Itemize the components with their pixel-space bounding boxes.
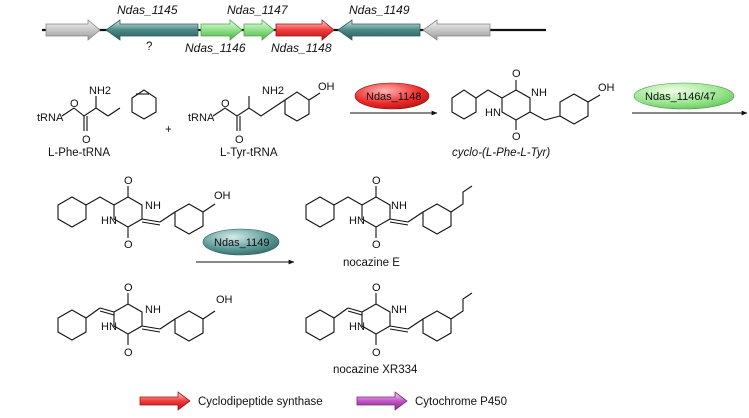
gene-arrow-ndas-1148 bbox=[275, 19, 335, 41]
amine-1: NH2 bbox=[89, 85, 111, 97]
enzyme-ndas-1149-badge bbox=[202, 228, 280, 256]
gene-arrow-ndas-1146 bbox=[200, 19, 243, 41]
enzyme-ndas-1146-47-badge bbox=[633, 82, 735, 110]
xr-nh: NH bbox=[391, 304, 407, 316]
label-ndas-1147: Ndas_1147 bbox=[227, 3, 289, 17]
ne-nh: NH bbox=[391, 200, 407, 212]
ne-o-top: O bbox=[372, 175, 381, 187]
legend-arrow-red bbox=[139, 391, 191, 411]
cyclo-hn: HN bbox=[485, 107, 501, 119]
carbonyl-o-2: O bbox=[235, 134, 244, 146]
plus-sign: + bbox=[165, 124, 172, 136]
bd-hn: HN bbox=[101, 321, 117, 333]
enzyme-ndas-1148-label: Ndas_1148 bbox=[366, 91, 421, 103]
gene-arrow-gray-1 bbox=[45, 19, 101, 41]
label-ndas-1145: Ndas_1145 bbox=[117, 3, 178, 17]
legend-arrow-purple bbox=[356, 391, 408, 411]
dh-o-top: O bbox=[124, 175, 133, 187]
bd-o-top: O bbox=[124, 282, 133, 294]
dh-nh: NH bbox=[145, 200, 161, 212]
legend: Cyclodipeptide synthase Cytochrome P450 bbox=[139, 391, 507, 411]
enzyme-ndas-1148-badge bbox=[354, 82, 430, 110]
trna-atom-1: tRNA bbox=[37, 112, 64, 124]
label-l-phe-trna: L-Phe-tRNA bbox=[48, 147, 110, 159]
gene-arrow-ndas-1149 bbox=[337, 19, 421, 41]
label-nocazine-xr334: nocazine XR334 bbox=[333, 364, 418, 376]
bd-o-bottom: O bbox=[124, 347, 133, 359]
label-unknown: ? bbox=[146, 41, 152, 53]
legend-label-p450: Cytochrome P450 bbox=[415, 396, 507, 408]
ne-hn: HN bbox=[349, 215, 365, 227]
nocazine-e-structure: O NH HN O nocazine E bbox=[305, 175, 473, 269]
label-ndas-1149: Ndas_1149 bbox=[349, 3, 410, 17]
gene-cluster: Ndas_1145 Ndas_1147 Ndas_1149 ? Ndas_114… bbox=[42, 3, 546, 55]
gene-arrow-ndas-1145 bbox=[105, 19, 199, 41]
xr-o-top: O bbox=[372, 282, 381, 294]
hydroxyl-1: OH bbox=[318, 81, 335, 93]
dh-hn: HN bbox=[101, 215, 117, 227]
trna-atom-2: tRNA bbox=[188, 112, 215, 124]
gene-arrow-gray-2 bbox=[422, 19, 491, 41]
label-l-tyr-trna: L-Tyr-tRNA bbox=[220, 147, 278, 159]
label-ndas-1146: Ndas_1146 bbox=[185, 41, 246, 55]
cyclo-o-bottom: O bbox=[512, 131, 521, 143]
bis-dehydro-structure: O NH HN O OH bbox=[57, 282, 233, 359]
gene-arrow-ndas-1147 bbox=[243, 19, 275, 41]
legend-label-cds: Cyclodipeptide synthase bbox=[198, 396, 323, 408]
xr-hn: HN bbox=[349, 321, 365, 333]
cyclo-o-top: O bbox=[512, 68, 521, 80]
cyclo-nh: NH bbox=[531, 87, 547, 99]
label-cyclo-phe-tyr: cyclo-(L-Phe-L-Tyr) bbox=[452, 147, 550, 159]
l-phe-trna-structure: tRNA O O NH2 L-Phe-tRNA bbox=[37, 85, 157, 159]
bd-nh: NH bbox=[145, 304, 161, 316]
label-ndas-1148: Ndas_1148 bbox=[271, 41, 332, 55]
oxy-atom-1: O bbox=[70, 98, 79, 110]
dehydro-cyclo-structure: O NH HN O OH bbox=[57, 175, 231, 251]
nocazine-xr334-structure: O NH HN O nocazine XR334 bbox=[305, 282, 473, 376]
carbonyl-o-1: O bbox=[82, 134, 91, 146]
l-tyr-trna-structure: tRNA O O NH2 OH L-Tyr-tRNA bbox=[188, 81, 335, 159]
bd-oh: OH bbox=[216, 294, 233, 306]
amine-2: NH2 bbox=[262, 85, 284, 97]
enzyme-ndas-1146-47-label: Ndas_1146/47 bbox=[645, 91, 716, 103]
cyclo-phe-tyr-structure: O NH HN O OH cyclo-(L-Phe-L-Tyr) bbox=[451, 68, 615, 159]
cyclo-oh: OH bbox=[598, 82, 615, 94]
oxy-atom-2: O bbox=[221, 98, 230, 110]
label-nocazine-e: nocazine E bbox=[343, 257, 400, 269]
enzyme-ndas-1149-label: Ndas_1149 bbox=[214, 237, 269, 249]
ne-o-bottom: O bbox=[372, 239, 381, 251]
dh-oh: OH bbox=[214, 190, 231, 202]
xr-o-bottom: O bbox=[372, 347, 381, 359]
dh-o-bottom: O bbox=[124, 239, 133, 251]
